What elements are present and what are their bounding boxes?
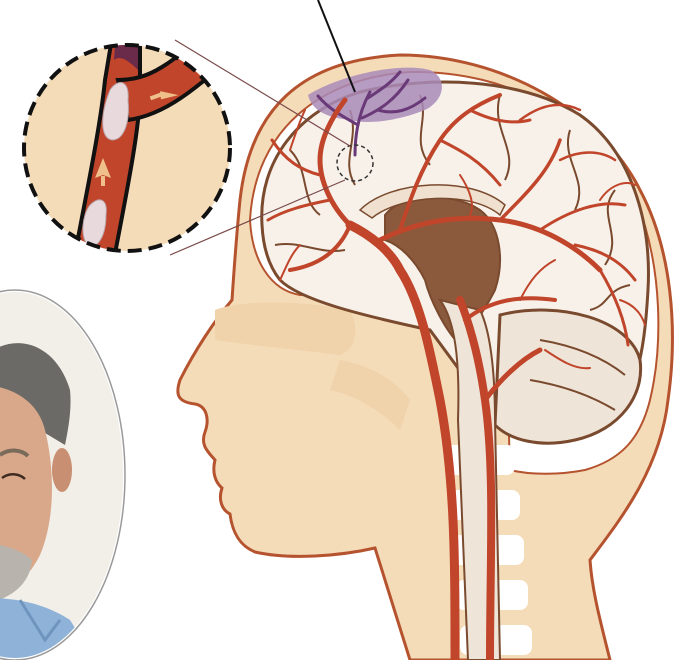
zoom-inset: [24, 20, 245, 280]
patient-portrait: [0, 290, 130, 660]
portrait-ear: [52, 448, 72, 492]
